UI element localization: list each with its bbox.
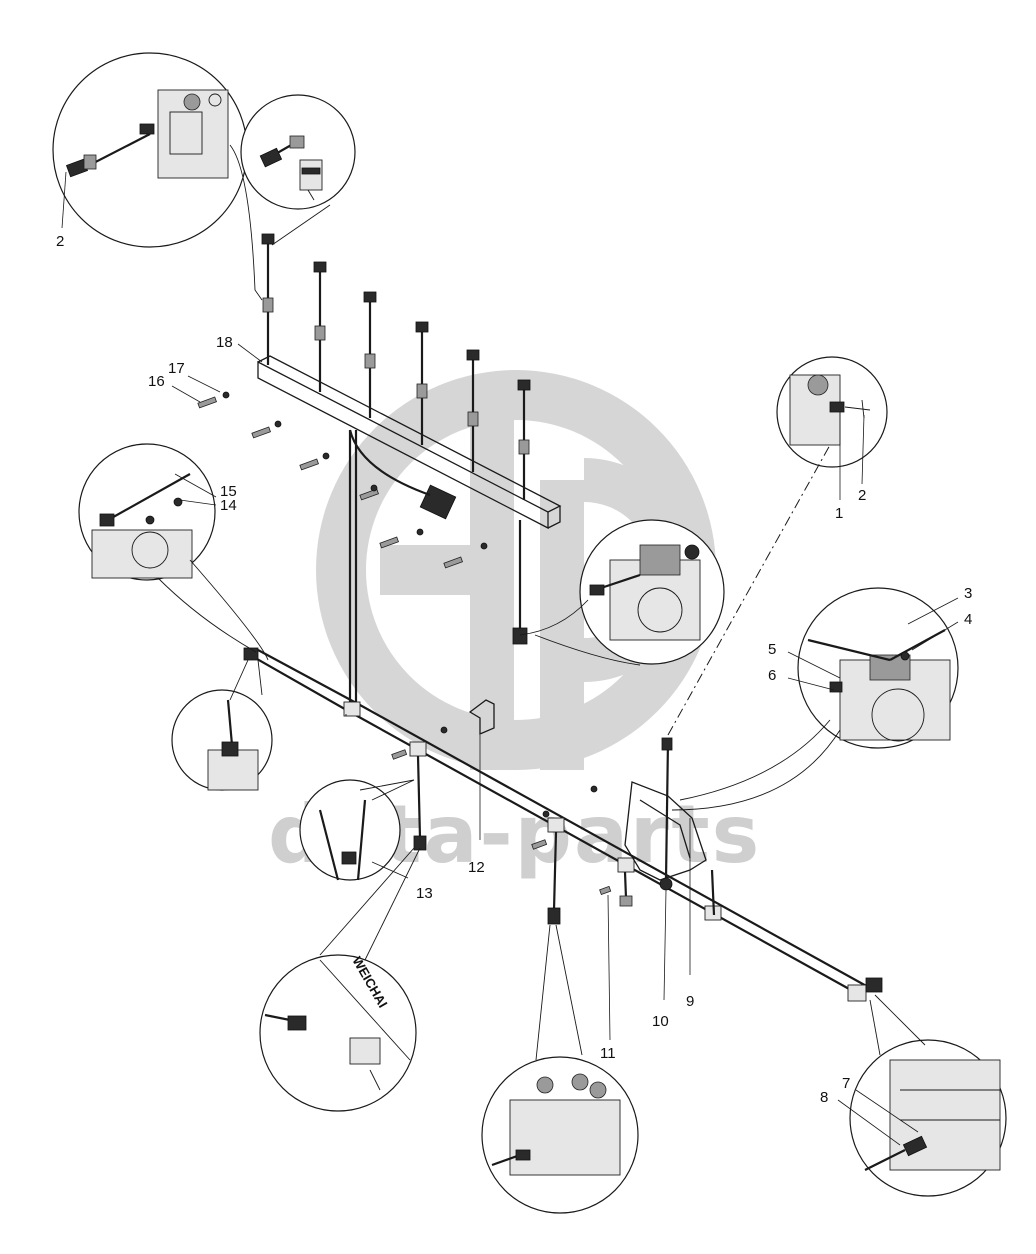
detail-bubble-injection-pump	[481, 1056, 639, 1214]
callout-11: 11	[600, 1045, 616, 1062]
callout-9: 9	[686, 993, 694, 1010]
callout-14: 14	[220, 497, 237, 514]
callout-4: 4	[964, 611, 972, 628]
callout-2-left: 2	[56, 233, 64, 250]
callout-numbers: 1 2 2 3 4 5 6 7 8 9 10 11 12 13 14 15 16…	[56, 233, 972, 1106]
callout-12: 12	[468, 859, 485, 876]
callout-18: 18	[216, 334, 233, 351]
injector-harness-bar	[257, 355, 562, 530]
callout-10: 10	[652, 1013, 669, 1030]
detail-bubble-bracket	[299, 779, 401, 881]
callout-5: 5	[768, 641, 776, 658]
callout-2-right: 2	[858, 487, 866, 504]
callout-13: 13	[416, 885, 433, 902]
callout-7: 7	[842, 1075, 850, 1092]
callout-6: 6	[768, 667, 776, 684]
main-harness	[243, 430, 883, 1002]
harness-support-bracket	[624, 781, 707, 881]
detail-bubble-weichai	[259, 954, 417, 1112]
harness-connector-center	[348, 429, 457, 520]
injector-leads	[261, 233, 531, 645]
detail-bubble-block-sensor	[849, 1039, 1007, 1197]
callout-8: 8	[820, 1089, 828, 1106]
harness-bolts	[391, 726, 612, 896]
callout-16: 16	[148, 373, 165, 390]
detail-bubble-rail	[776, 356, 888, 468]
callout-3: 3	[964, 585, 972, 602]
callout-1: 1	[835, 505, 843, 522]
detail-bubble-flange	[78, 443, 216, 581]
detail-bubble-cylinder-head	[52, 52, 248, 248]
callout-17: 17	[168, 360, 185, 377]
leader-lines	[157, 144, 926, 1061]
detail-bubble-pressure-sensor	[240, 94, 356, 210]
mounting-bolts	[197, 391, 488, 569]
callout-leaders	[61, 171, 959, 1146]
bracket-part	[468, 699, 495, 735]
detail-bubble-left-sensor	[171, 689, 273, 791]
detail-bubble-flywheel	[797, 587, 959, 749]
callout-15: 15	[220, 483, 237, 500]
detail-bubble-fuel-pump	[579, 519, 725, 665]
